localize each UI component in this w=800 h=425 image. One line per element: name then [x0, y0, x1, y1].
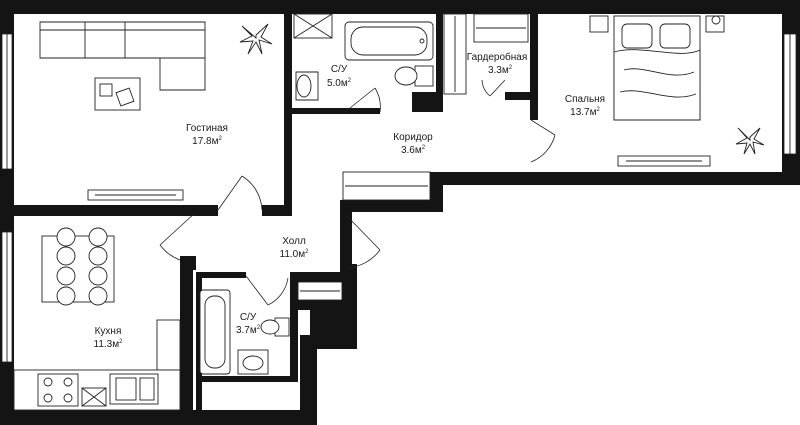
- plant-icon: [735, 127, 765, 155]
- room-label-bath1: С/У 5.0м2: [327, 64, 352, 89]
- svg-text:17.8м2: 17.8м2: [192, 136, 222, 147]
- room-name: Холл: [282, 236, 306, 247]
- coffee-table-icon: [94, 77, 141, 111]
- room-label-wardrobe: Гардеробная 3.3м2: [467, 51, 528, 76]
- room-area: 3.7м: [236, 325, 257, 336]
- radiator-icon: [87, 189, 184, 201]
- room-name: Коридор: [393, 132, 433, 143]
- dishwasher-icon: [81, 387, 107, 407]
- room-label-bedroom: Спальня 13.7м2: [565, 94, 605, 118]
- svg-text:3.3м2: 3.3м2: [488, 65, 513, 76]
- sink-icon: [109, 373, 159, 405]
- doors: [159, 79, 556, 306]
- toilet-icon: [394, 65, 434, 87]
- svg-text:11.0м2: 11.0м2: [280, 249, 310, 260]
- room-area: 5.0м: [327, 78, 348, 89]
- area-unit-sup: 2: [305, 249, 309, 255]
- area-unit-sup: 2: [119, 339, 123, 345]
- room-label-living: Гостиная 17.8м2: [186, 123, 228, 147]
- room-name: С/У: [331, 64, 348, 75]
- dining-table-icon: [41, 227, 115, 306]
- area-unit-sup: 2: [219, 136, 223, 142]
- wardrobe-rail-icon: [342, 171, 431, 201]
- room-area: 17.8м: [192, 136, 218, 147]
- room-name: Гостиная: [186, 123, 228, 134]
- sink-icon: [295, 71, 319, 101]
- windows: [1, 33, 797, 363]
- room-area: 11.3м: [94, 339, 120, 350]
- plant-icon: [239, 23, 273, 55]
- room-name: Спальня: [565, 94, 605, 105]
- area-unit-sup: 2: [422, 145, 426, 151]
- svg-text:13.7м2: 13.7м2: [570, 107, 600, 118]
- svg-text:11.3м2: 11.3м2: [94, 339, 124, 350]
- bed-icon: [589, 15, 725, 121]
- area-unit-sup: 2: [509, 65, 513, 71]
- area-unit-sup: 2: [597, 107, 601, 113]
- room-label-hall: Холл 11.0м2: [280, 236, 310, 260]
- room-area: 3.6м: [401, 145, 422, 156]
- room-name: С/У: [240, 312, 257, 323]
- toilet-icon: [260, 317, 290, 337]
- room-name: Кухня: [95, 326, 122, 337]
- area-unit-sup: 2: [348, 78, 352, 84]
- room-name: Гардеробная: [467, 51, 528, 63]
- room-area: 13.7м: [570, 107, 596, 118]
- area-unit-sup: 2: [257, 325, 261, 331]
- bathtub-icon: [199, 289, 231, 375]
- sink-icon: [237, 349, 269, 375]
- room-label-kitchen: Кухня 11.3м2: [94, 326, 124, 350]
- room-label-corridor: Коридор 3.6м2: [393, 132, 433, 156]
- stove-icon: [37, 373, 79, 407]
- room-area: 11.0м: [280, 249, 306, 260]
- bathtub-icon: [344, 21, 434, 61]
- svg-text:5.0м2: 5.0м2: [327, 78, 352, 89]
- sofa-icon: [39, 21, 206, 91]
- room-area: 3.3м: [488, 65, 509, 76]
- svg-text:3.7м2: 3.7м2: [236, 325, 261, 336]
- wardrobe-rail-icon: [297, 281, 343, 301]
- wardrobe-rail-icon: [443, 13, 529, 95]
- room-label-bath2: С/У 3.7м2: [236, 312, 261, 336]
- svg-text:3.6м2: 3.6м2: [401, 145, 426, 156]
- shower-tray-icon: [293, 13, 333, 39]
- radiator-icon: [617, 155, 711, 167]
